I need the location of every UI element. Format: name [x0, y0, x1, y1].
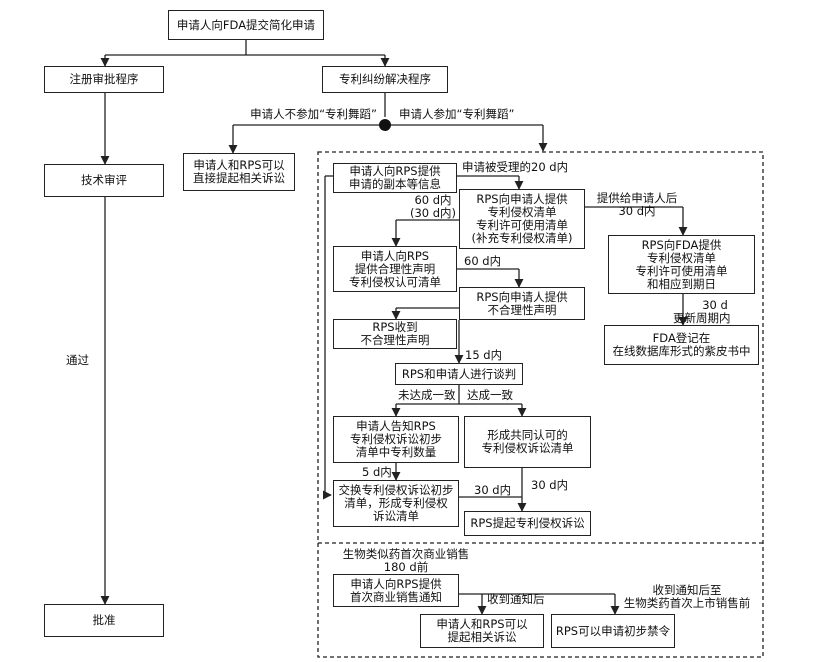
after-notice-label: 收到通知后 [487, 592, 545, 606]
registration-approval-box: 注册审批程序 [44, 66, 164, 93]
reasonable-statement-box: 申请人向RPS 提供合理性声明 专利侵权认可清单 [333, 246, 457, 292]
within-30d-c-label: 30 d内 [531, 478, 569, 492]
rps-to-fda-box: RPS向FDA提供 专利侵权清单 专利许可使用清单 和相应到期日 [608, 235, 755, 294]
within-60d-label: 60 d内 [464, 254, 502, 268]
not-participate-label: 申请人不参加“专利舞蹈” [250, 107, 377, 121]
after-notice-launch-label: 收到通知后至 生物类药首次上市销售前 [623, 583, 751, 610]
sale-notice-box: 申请人向RPS提供 首次商业销售通知 [333, 574, 459, 607]
within-20d-label: 申请被受理的20 d内 [462, 160, 569, 174]
agreement-label: 达成一致 [467, 388, 513, 402]
direct-litigation-box: 申请人和RPS可以 直接提起相关诉讼 [183, 153, 295, 191]
negotiation-box: RPS和申请人进行谈判 [395, 363, 523, 385]
within-60d-30d-label: 60 d内 (30 d内) [409, 193, 457, 220]
pass-label: 通过 [66, 353, 89, 367]
joint-list-box: 形成共同认可的 专利侵权诉讼清单 [464, 416, 591, 468]
exchange-list-box: 交换专利侵权诉讼初步 清单，形成专利侵权 诉讼清单 [333, 480, 459, 527]
approval-box: 批准 [44, 604, 164, 637]
technical-review-box: 技术审评 [44, 164, 164, 197]
preliminary-injunction-box: RPS可以申请初步禁令 [551, 614, 675, 648]
rps-receives-box: RPS收到 不合理性声明 [333, 319, 457, 349]
notify-count-box: 申请人告知RPS 专利侵权诉讼初步 清单中专利数量 [333, 416, 459, 463]
provide-copy-box: 申请人向RPS提供 申请的副本等信息 [333, 163, 457, 193]
biosimilar-sale-label: 生物类似药首次商业销售 180 d前 [342, 547, 470, 574]
rps-files-suit-box: RPS提起专利侵权诉讼 [464, 511, 591, 536]
submit-application-box: 申请人向FDA提交简化申请 [168, 10, 324, 40]
unreasonable-statement-box: RPS向申请人提供 不合理性声明 [459, 287, 585, 320]
after-provide-label: 提供给申请人后 30 d内 [596, 191, 678, 218]
update-period-label: 更新周期内 [673, 311, 731, 325]
within-5d-label: 5 d内 [362, 465, 392, 479]
participate-label: 申请人参加“专利舞蹈” [399, 107, 515, 121]
within-15d-label: 15 d内 [465, 348, 503, 362]
patent-list-box: RPS向申请人提供 专利侵权清单 专利许可使用清单 (补充专利侵权清单) [459, 189, 585, 249]
within-30d-b-label: 30 d内 [474, 483, 512, 497]
no-agreement-label: 未达成一致 [398, 388, 456, 402]
purple-book-box: FDA登记在 在线数据库形式的紫皮书中 [604, 325, 759, 365]
within-30d-a-label: 30 d [702, 298, 728, 312]
file-litigation-box: 申请人和RPS可以 提起相关诉讼 [420, 614, 544, 648]
decision-dot [379, 119, 391, 131]
patent-dispute-box: 专利纠纷解决程序 [322, 66, 448, 93]
